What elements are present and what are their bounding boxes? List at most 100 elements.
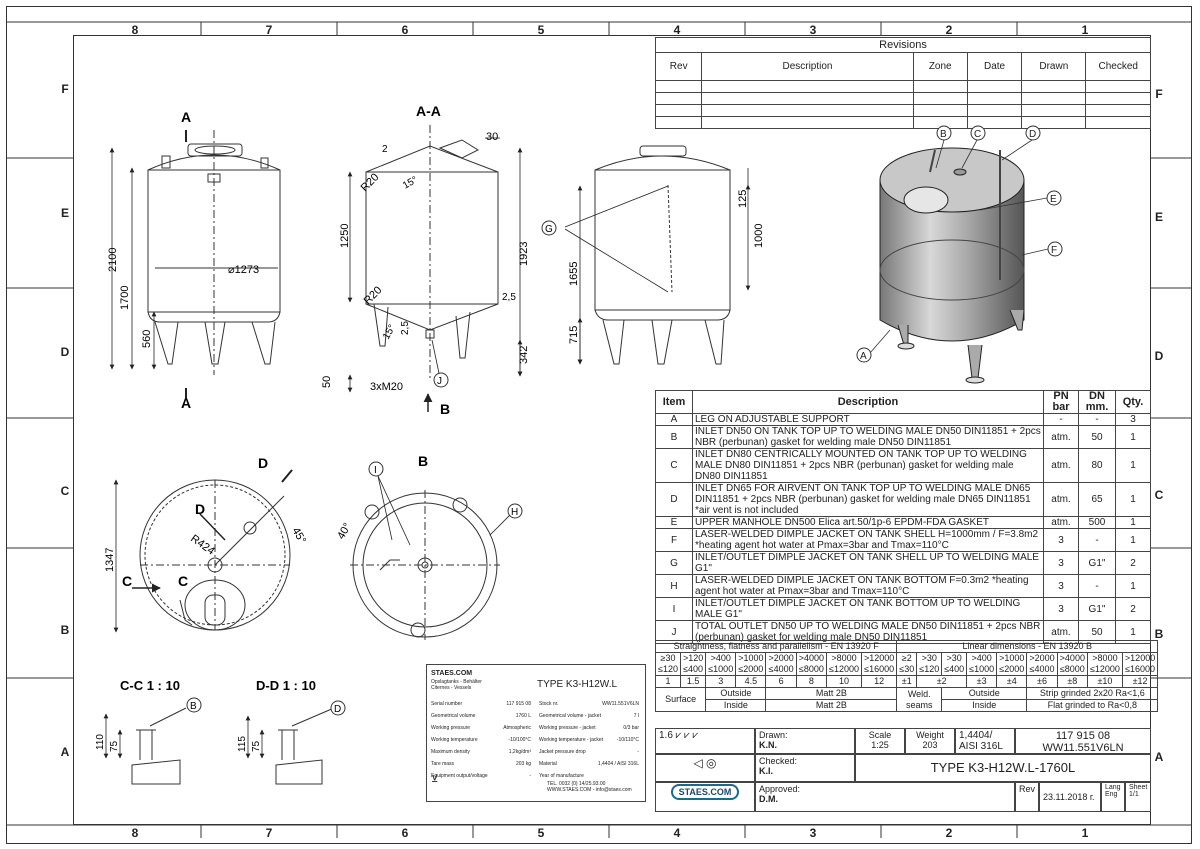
dim-40deg: 40°: [335, 521, 354, 541]
part-desc: LASER-WELDED DIMPLE JACKET ON TANK BOTTO…: [692, 574, 1044, 598]
front-view: [147, 130, 281, 375]
straight-range: >12000 ≤16000: [860, 652, 898, 676]
part-item: B: [655, 425, 693, 449]
approved-label: Approved:: [759, 784, 801, 794]
part-qty: 3: [1115, 413, 1151, 426]
dim-d1273: ⌀1273: [228, 264, 259, 276]
linear-range: ≥2 ≤30: [896, 652, 918, 676]
dim-3xm20: 3xM20: [370, 381, 403, 393]
zone-B-left: B: [60, 623, 70, 637]
dim-50: 50: [321, 376, 333, 388]
straight-range: >120 ≤400: [679, 652, 707, 676]
balloon-b-3d: B: [940, 129, 947, 140]
nameplate-row: Working pressure - jacket 0/3 bar: [539, 725, 639, 731]
zone-D-right: D: [1154, 349, 1164, 363]
zone-7-top: 7: [265, 23, 273, 37]
straight-range: >8000 ≤12000: [826, 652, 862, 676]
linear-range: >12000 ≤16000: [1121, 652, 1159, 676]
nameplate-type: TYPE K3-H12W.L: [537, 679, 618, 690]
surface-label: Surface: [654, 687, 707, 712]
linear-range: >2000 ≤4000: [1026, 652, 1058, 676]
nameplate-subtitle1: Opslagtanks - Behälter: [431, 679, 482, 685]
revisions-table: Revisions Rev Description Zone Date Draw…: [654, 37, 1151, 129]
parts-header-pn: PN: [1053, 390, 1069, 402]
straight-range: >4000 ≤8000: [795, 652, 828, 676]
projection-symbol: ◁ ◎: [655, 754, 755, 782]
straight-range: >1000 ≤2000: [735, 652, 767, 676]
parts-header-pn-unit: bar: [1052, 401, 1070, 413]
zone-E-right: E: [1154, 210, 1163, 224]
surface-inside-value: Matt 2B: [765, 699, 898, 712]
section-d-inner: D: [195, 501, 205, 517]
part-pn: atm.: [1043, 448, 1079, 483]
part-item: G: [655, 551, 693, 575]
zone-4-bottom: 4: [673, 826, 681, 840]
part-desc: LEG ON ADJUSTABLE SUPPORT: [692, 413, 1044, 426]
part-desc: LASER-WELDED DIMPLE JACKET ON TANK SHELL…: [692, 528, 1044, 552]
dim-15deg-bottom: 15°: [381, 323, 398, 342]
dim-1250: 1250: [339, 224, 351, 248]
nameplate-contact1: TEL. 0032 (0) 14/25.93.00: [547, 781, 606, 787]
dim-715: 715: [568, 326, 580, 344]
nameplate-row: Serial number 117 915 08: [431, 701, 531, 707]
view-cc-title: C-C 1 : 10: [120, 678, 180, 693]
section-a-top: A: [181, 109, 191, 125]
dim-110: 110: [95, 734, 106, 750]
part-item: E: [655, 516, 693, 529]
dim-1923: 1923: [518, 242, 530, 266]
part-qty: 1: [1115, 574, 1151, 598]
part-qty: 1: [1115, 482, 1151, 517]
section-a-bottom: A: [181, 395, 191, 411]
zone-3-top: 3: [809, 23, 817, 37]
part-item: D: [655, 482, 693, 517]
part-pn: atm.: [1043, 482, 1079, 517]
balloon-b-cc: B: [190, 701, 197, 712]
drawing-number: 117 915 08: [1055, 730, 1111, 742]
balloon-e-3d: E: [1050, 194, 1057, 205]
nameplate-right-rows: Stock nr. WW11.551V6LN Geometrical volum…: [539, 701, 639, 779]
drawn-label: Drawn:: [759, 730, 788, 740]
zone-F-right: F: [1155, 87, 1163, 101]
zone-D-left: D: [60, 345, 70, 359]
linear-value: ±4: [996, 675, 1028, 688]
zone-C-right: C: [1154, 488, 1164, 502]
linear-value: ±6: [1026, 675, 1058, 688]
part-dn: 50: [1078, 425, 1116, 449]
weight-value: 203: [922, 740, 938, 750]
drawn-value: K.N.: [759, 740, 777, 750]
nameplate-row: Stock nr. WW11.551V6LN: [539, 701, 639, 707]
dim-2-5-bottom: 2,5: [400, 321, 411, 335]
checked-cell: Checked:K.I.: [755, 754, 855, 782]
surface-inside-label: Inside: [705, 699, 767, 712]
view-arrow-b: B: [440, 401, 450, 417]
parts-header-qty: Qty.: [1115, 390, 1151, 414]
roughness-value: 1.6: [659, 730, 673, 741]
part-desc: INLET DN50 ON TANK TOP UP TO WELDING MAL…: [692, 425, 1044, 449]
linear-value: ±10: [1086, 675, 1123, 688]
zone-C-left: C: [60, 484, 70, 498]
dim-560: 560: [141, 330, 153, 348]
zone-8-bottom: 8: [131, 826, 139, 840]
drawing-sheet: [6, 6, 1192, 844]
dim-2: 2: [382, 144, 388, 155]
dim-75-dd: 75: [251, 740, 262, 752]
linear-value: ±2: [916, 675, 968, 688]
zone-5-top: 5: [537, 23, 545, 37]
straight-range: >400 ≤1000: [705, 652, 737, 676]
part-pn: 3: [1043, 574, 1079, 598]
nameplate-row: Working temperature -10/100°C: [431, 737, 531, 743]
linear-range: >1000 ≤2000: [996, 652, 1028, 676]
straight-range: >2000 ≤4000: [765, 652, 797, 676]
nameplate-row: Working pressure Atmospheric: [431, 725, 531, 731]
nameplate-row: Geometrical volume 1760 L: [431, 713, 531, 719]
checked-value: K.I.: [759, 766, 774, 776]
part-item: H: [655, 574, 693, 598]
part-desc: INLET DN80 CENTRICALLY MOUNTED ON TANK T…: [692, 448, 1044, 483]
balloon-j: J: [437, 376, 442, 387]
nameplate-row: Year of manufacture: [539, 773, 584, 779]
part-desc: INLET/OUTLET DIMPLE JACKET ON TANK BOTTO…: [692, 597, 1044, 621]
